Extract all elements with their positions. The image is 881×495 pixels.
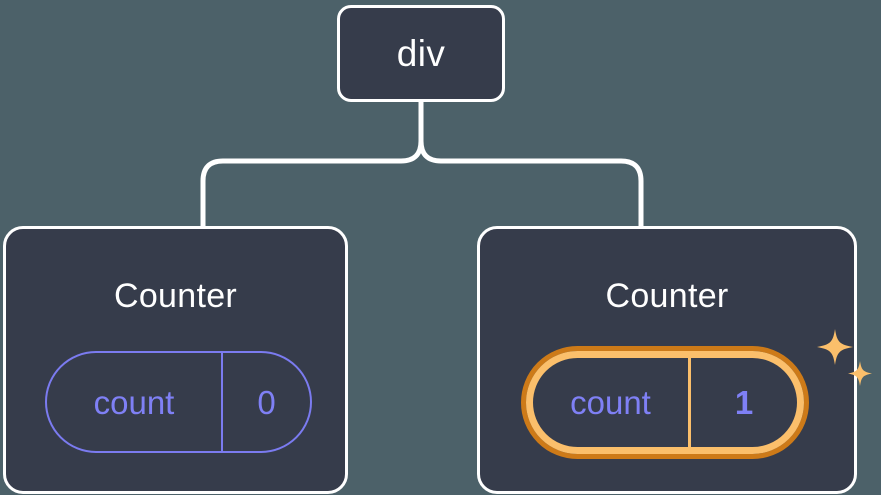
component-card-counter-2[interactable]: Counter count 1 — [477, 226, 872, 494]
state-pill-inner-ring: count 1 — [526, 351, 804, 454]
sparkle-large-icon — [817, 329, 853, 365]
state-value-label: 1 — [734, 384, 754, 421]
component-title: Counter — [605, 277, 729, 315]
sparkle-small-icon — [848, 361, 872, 386]
state-value-label: 0 — [257, 383, 276, 421]
sparkles-group — [817, 329, 872, 386]
state-key-label: count — [47, 353, 223, 451]
component-title: Counter — [113, 277, 238, 315]
state-pill-count-highlighted[interactable]: count 1 — [521, 346, 809, 459]
state-pill-count[interactable]: count 0 — [45, 351, 312, 453]
state-key-label: count — [533, 358, 691, 447]
root-node-div[interactable]: div — [337, 5, 505, 102]
root-node-label: div — [396, 33, 446, 74]
component-card-counter-1[interactable]: Counter count 0 — [3, 226, 348, 494]
